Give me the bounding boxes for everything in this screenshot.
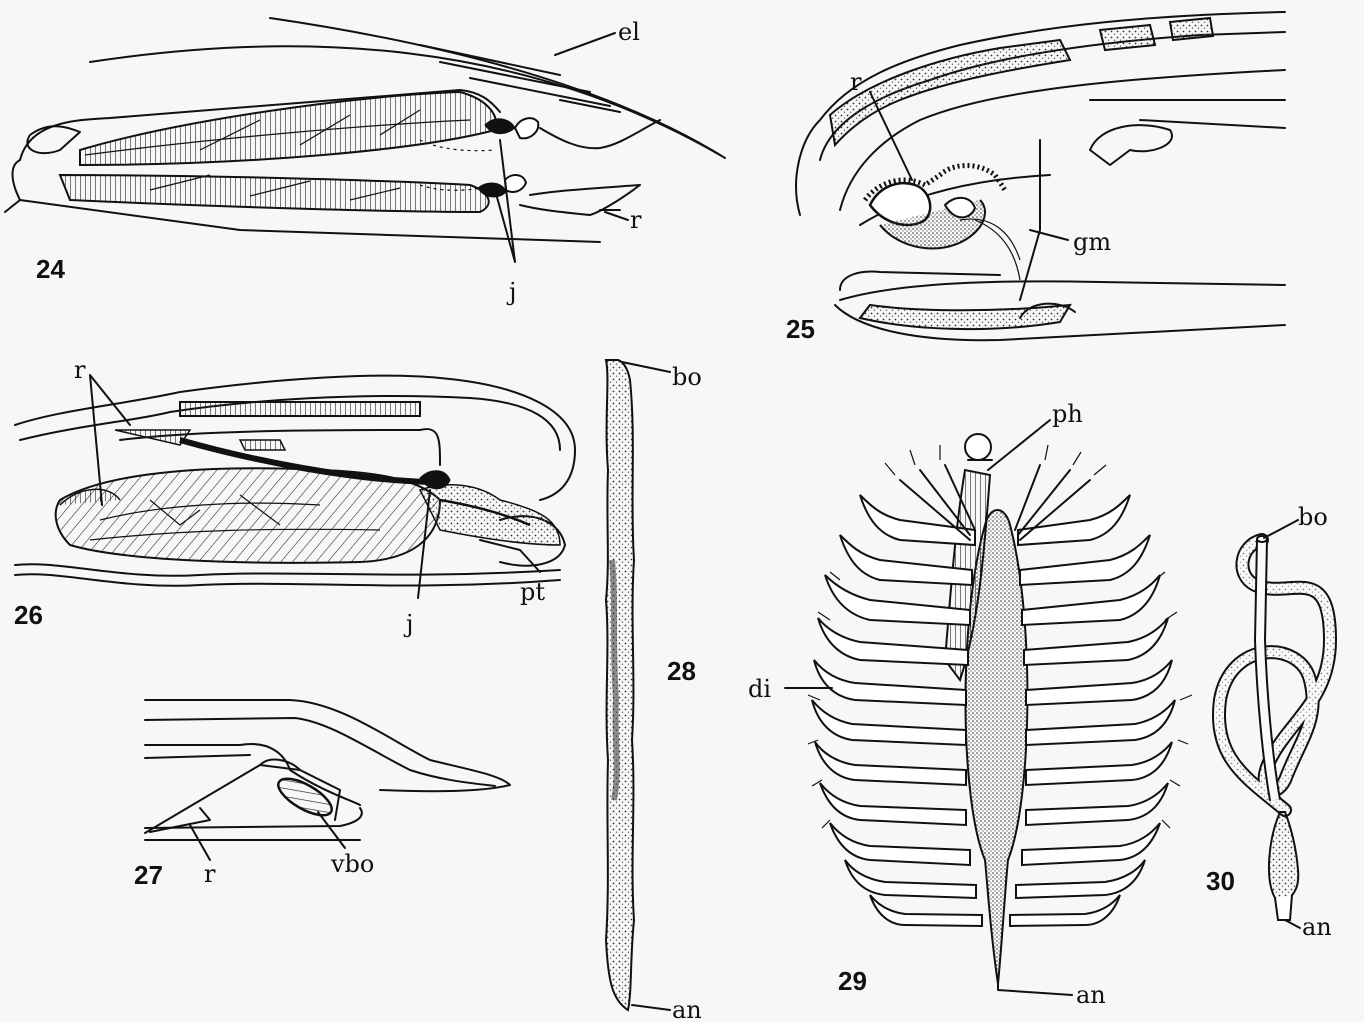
label-an: an xyxy=(672,996,702,1022)
label-el: el xyxy=(618,18,640,46)
figure-27: 27 r vbo xyxy=(134,700,510,890)
label-di: di xyxy=(748,675,771,703)
label-r: r xyxy=(74,356,86,384)
figure-number-24: 24 xyxy=(36,254,65,284)
label-r: r xyxy=(204,860,216,888)
label-j: j xyxy=(506,278,516,306)
label-ph: ph xyxy=(1052,400,1083,428)
figure-24: 24 el r j xyxy=(5,18,725,306)
figure-number-30: 30 xyxy=(1206,866,1235,896)
figure-28: 28 bo an xyxy=(606,360,702,1022)
figure-number-27: 27 xyxy=(134,860,163,890)
label-bo: bo xyxy=(1298,503,1328,531)
figure-number-29: 29 xyxy=(838,966,867,996)
label-r: r xyxy=(630,206,642,234)
label-vbo: vbo xyxy=(330,850,374,878)
figure-number-25: 25 xyxy=(786,314,815,344)
label-an: an xyxy=(1302,913,1332,941)
figure-30: 30 bo an xyxy=(1206,503,1332,941)
figure-29: 29 ph di an xyxy=(748,400,1192,1009)
figure-number-26: 26 xyxy=(14,600,43,630)
label-pt: pt xyxy=(520,578,545,606)
label-gm: gm xyxy=(1073,228,1111,256)
figure-26: 26 r j pt xyxy=(14,356,575,638)
label-an: an xyxy=(1076,981,1106,1009)
label-bo: bo xyxy=(672,363,702,391)
label-j: j xyxy=(403,610,413,638)
label-r: r xyxy=(850,68,862,96)
figure-number-28: 28 xyxy=(667,656,696,686)
figure-25: 25 r gm xyxy=(786,12,1285,344)
